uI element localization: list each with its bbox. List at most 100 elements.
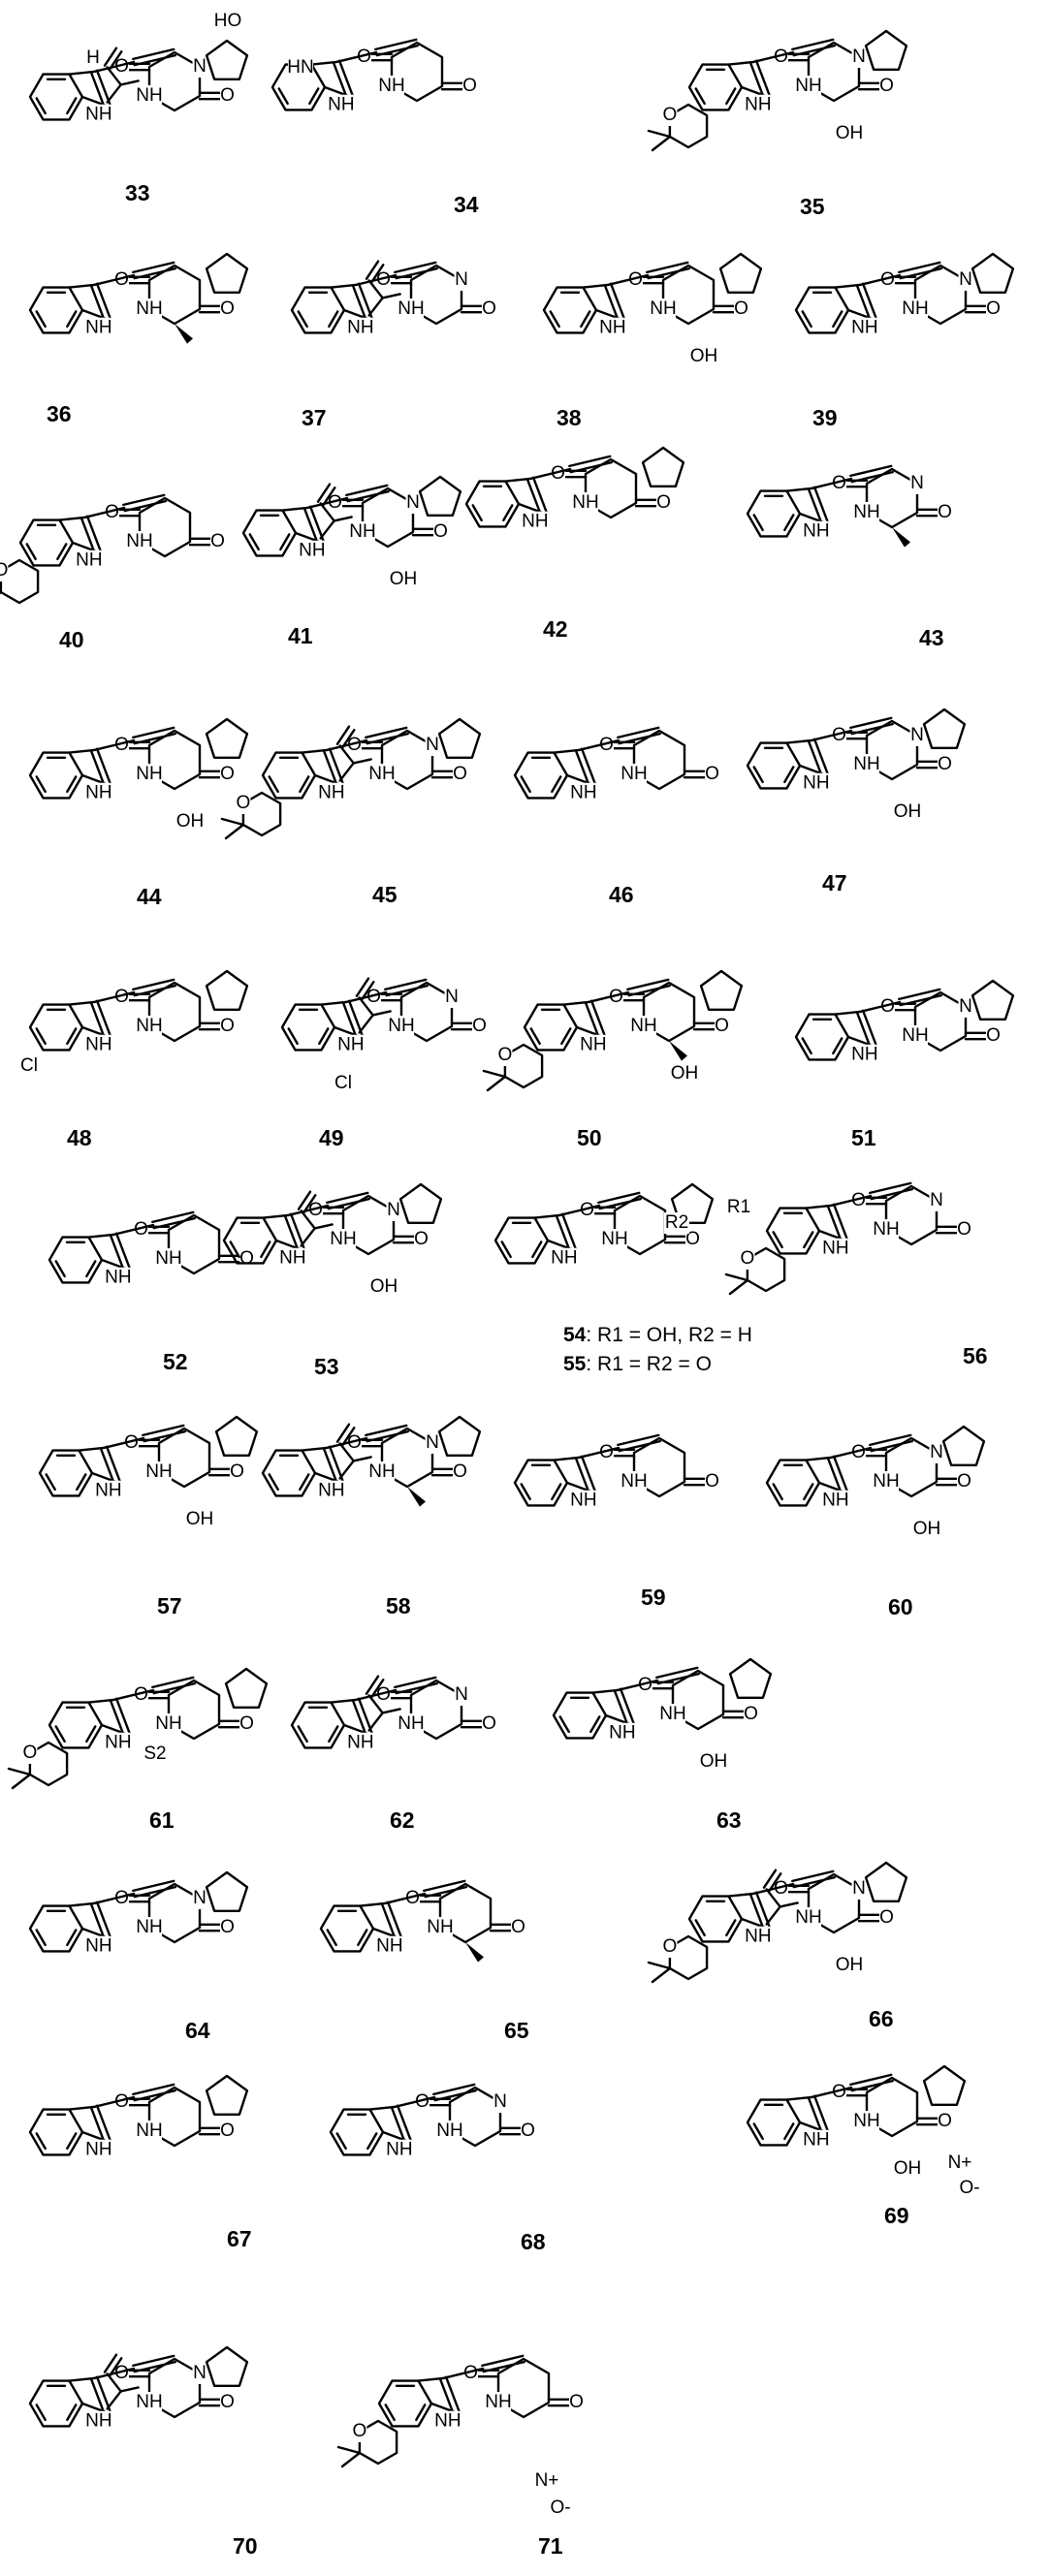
indole-core-20: NH — [222, 1212, 306, 1270]
compound-label-36: 36 — [47, 401, 72, 426]
hydroxy-label: OH — [370, 1276, 398, 1297]
n-label: N — [959, 269, 972, 290]
carbonyl-o: O — [511, 1917, 525, 1937]
compound-label-34: 34 — [454, 192, 479, 217]
carbonyl-o: O — [957, 1219, 971, 1240]
nh-label: NH — [368, 1461, 395, 1482]
compound-label-55: 55 — [563, 1353, 587, 1375]
carbonyl-o: O — [774, 1878, 788, 1899]
indole-core-32: NH — [687, 1891, 772, 1948]
nh-label: NH — [873, 1471, 899, 1492]
compound-label-47: 47 — [822, 870, 847, 895]
nh-label: NH — [155, 1713, 181, 1734]
indole-core-31: NH — [319, 1901, 403, 1958]
nh-label: NH — [136, 2120, 162, 2141]
compound-label-62: 62 — [390, 1807, 415, 1833]
compound-label-52: 52 — [163, 1349, 188, 1374]
nh-label: NH — [630, 1016, 656, 1036]
carbonyl-o: O — [105, 502, 119, 522]
indole-core-23: NH — [38, 1445, 122, 1502]
chloro-label: Cl — [334, 1073, 352, 1093]
nh-label: NH — [136, 764, 162, 784]
carbonyl-o: O — [986, 298, 1001, 319]
carbonyl-o: O — [880, 996, 895, 1017]
n-label: N — [387, 1200, 400, 1220]
carbonyl-o: O — [114, 269, 129, 290]
n-label: N — [406, 492, 420, 513]
compound-label-58: 58 — [386, 1593, 411, 1618]
carbonyl-o: O — [308, 1200, 323, 1220]
carbonyl-o: O — [482, 298, 496, 319]
nh-label: NH — [279, 1248, 305, 1269]
nh-label: NH — [318, 783, 344, 803]
nh-label: NH — [803, 2130, 829, 2151]
nh-label: NH — [145, 1461, 172, 1482]
carbonyl-o: O — [230, 1461, 244, 1482]
hydroxy-label: OH — [390, 569, 418, 589]
n-label: N — [455, 1684, 468, 1705]
carbonyl-o: O — [832, 2082, 846, 2102]
compound-label-41: 41 — [288, 623, 313, 648]
n-label: N — [959, 996, 972, 1017]
carbonyl-o: O — [832, 473, 846, 493]
nh-label: NH — [851, 1045, 877, 1065]
carbonyl-o: O — [220, 85, 235, 106]
nh-label: NH — [853, 754, 879, 774]
carbonyl-o: O — [599, 1442, 614, 1462]
nh-label: NH — [126, 531, 152, 551]
indole-core-5: NH — [542, 282, 626, 339]
compound-label-35: 35 — [800, 194, 825, 219]
indole-core-3: NH — [28, 282, 112, 339]
o-minus-label: O- — [550, 2497, 570, 2518]
compound-label-33: 33 — [125, 180, 150, 205]
nh-label: NH — [76, 550, 102, 571]
carbonyl-o: O — [220, 1917, 235, 1937]
indole-core-22: NH — [765, 1203, 849, 1260]
carbonyl-o: O — [220, 298, 235, 319]
carbonyl-o: O — [376, 269, 391, 290]
nh-label: NH — [85, 318, 111, 338]
ring-o: O — [353, 2421, 367, 2441]
nh-label: NH — [745, 95, 771, 115]
n-plus-label: N+ — [535, 2470, 559, 2491]
hydroxy-label: OH — [913, 1519, 941, 1539]
nh-label: NH — [434, 2411, 461, 2432]
carbonyl-o: O — [957, 1471, 971, 1492]
compound-label-57: 57 — [157, 1593, 182, 1618]
carbonyl-o: O — [114, 735, 129, 755]
nh-label: NH — [388, 1016, 414, 1036]
ring-o: O — [23, 1743, 38, 1763]
o-minus-label: O- — [959, 2178, 979, 2198]
indole-core-15: NH — [28, 999, 112, 1056]
carbonyl-o: O — [433, 521, 448, 542]
nh-label: NH — [368, 764, 395, 784]
nh-label: NH — [580, 1035, 606, 1055]
nh-label: NH — [795, 1907, 821, 1928]
nh-label: NH — [136, 1917, 162, 1937]
nh-label: NH — [570, 783, 596, 803]
carbonyl-o: O — [705, 764, 719, 784]
compound-label-54: 54 — [563, 1324, 587, 1346]
n-label: N — [426, 1432, 439, 1453]
carbonyl-o: O — [347, 1432, 362, 1453]
carbonyl-o: O — [415, 2091, 430, 2112]
indole-core-34: NH — [329, 2104, 413, 2161]
ring-o: O — [663, 105, 678, 125]
carbonyl-o: O — [880, 269, 895, 290]
hydroxy-label: HO — [214, 11, 242, 31]
indole-core-13: NH — [513, 747, 597, 804]
nh-label: NH — [85, 105, 111, 125]
